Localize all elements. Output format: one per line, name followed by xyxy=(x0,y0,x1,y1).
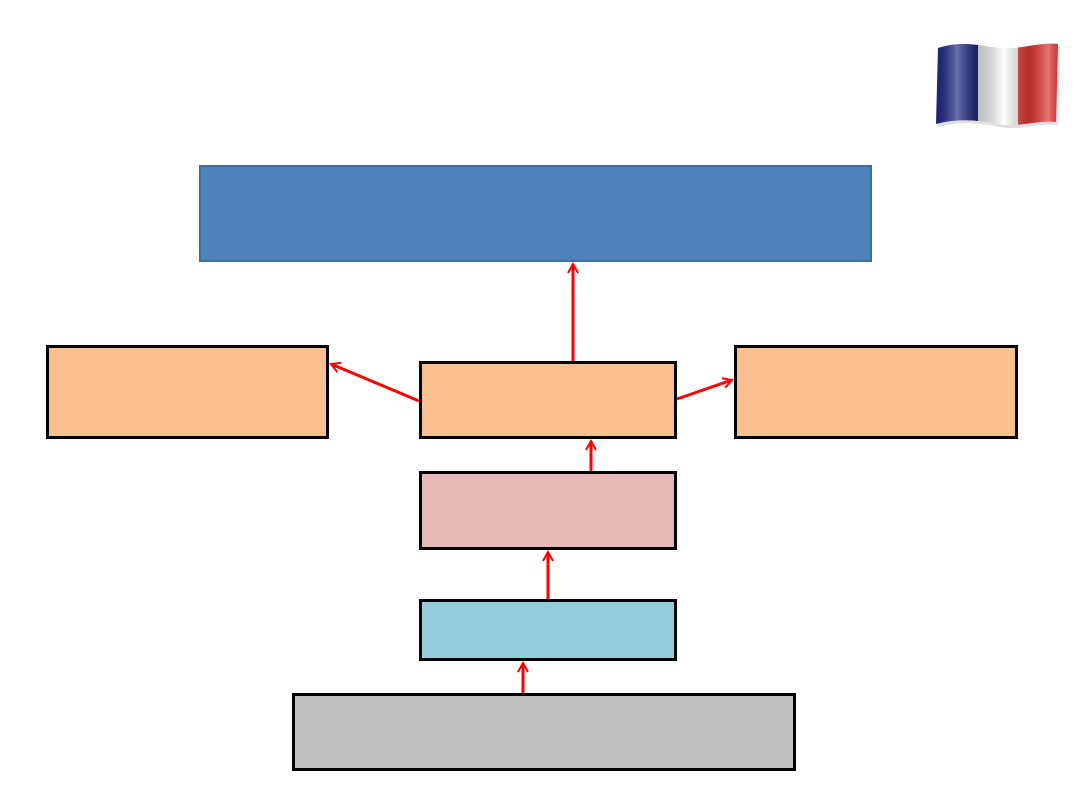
france-flag-icon xyxy=(936,43,1060,128)
left-box xyxy=(46,345,329,439)
arrow-center-to-left xyxy=(331,364,420,403)
center-box xyxy=(419,361,677,439)
right-box xyxy=(734,345,1018,439)
pink-box xyxy=(419,471,677,550)
arrow-center-to-right xyxy=(676,380,732,401)
cyan-box xyxy=(419,599,677,661)
gray-box xyxy=(292,693,796,771)
top-box xyxy=(199,165,872,262)
